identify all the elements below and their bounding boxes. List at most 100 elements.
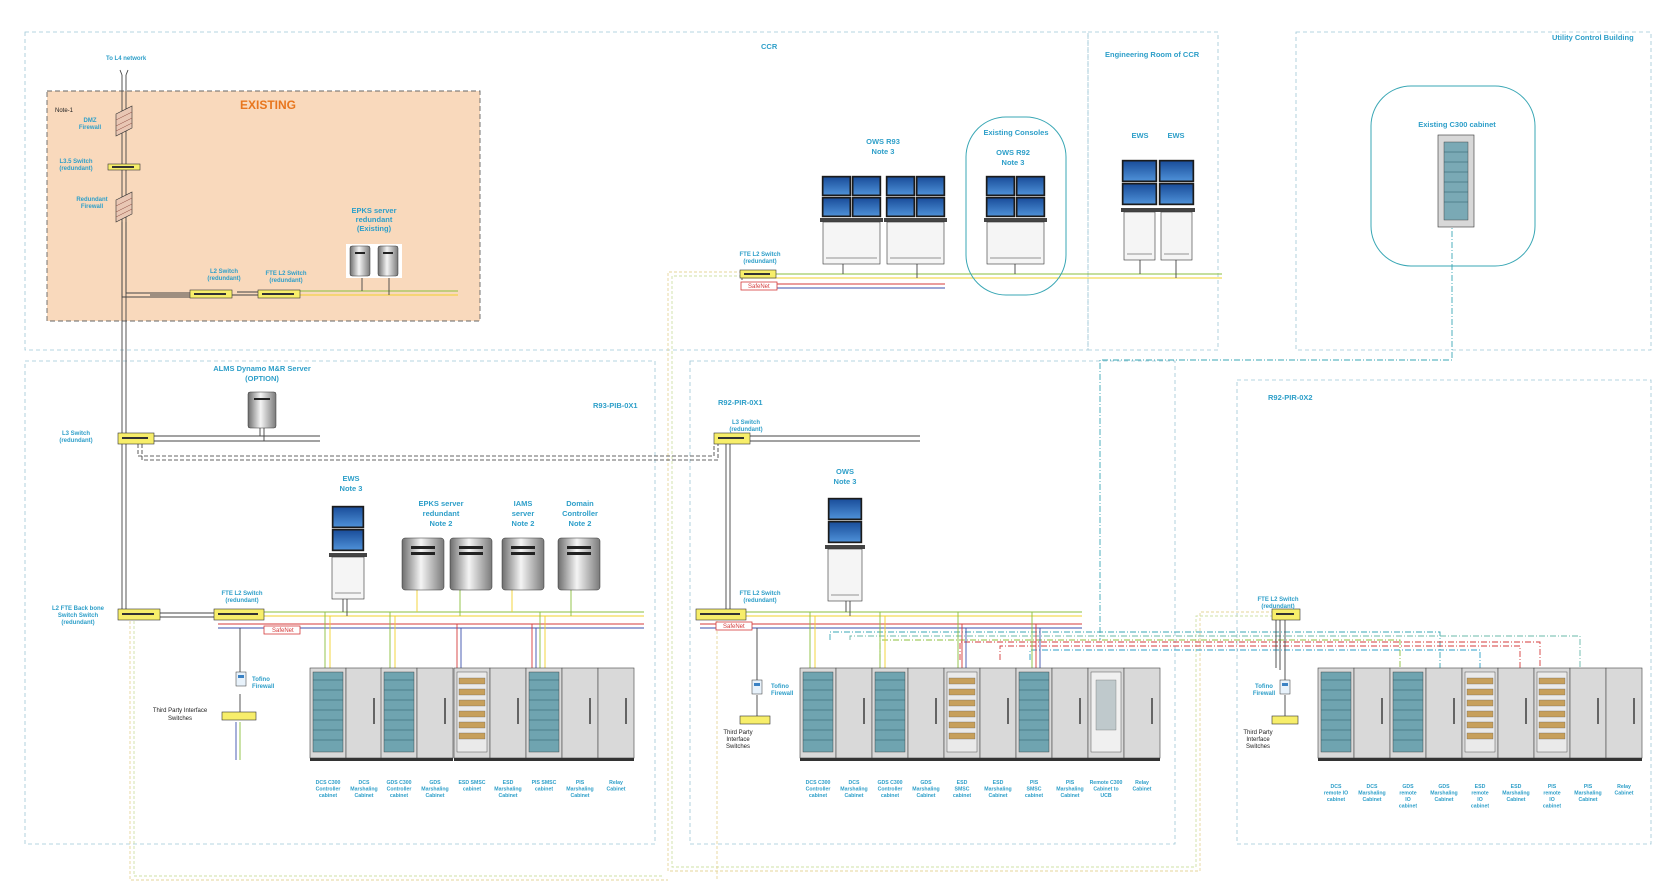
ews-zone1-monitors xyxy=(331,505,365,552)
epks-server-icon-a xyxy=(401,537,445,591)
zone1-cabinet-9 xyxy=(597,667,635,761)
fte-switch-existing-icon xyxy=(257,289,301,299)
zones xyxy=(24,31,1652,845)
l3-switch-zone1-label: L3 Switch(redundant) xyxy=(59,431,92,444)
l3-interlink-2 xyxy=(141,444,719,461)
ows-zone2-desk xyxy=(825,545,865,602)
tofino-zone3-icon xyxy=(1279,679,1291,695)
zone3-cabinet-9 xyxy=(1605,667,1643,761)
ows-r92-monitors xyxy=(985,175,1046,218)
ows-r93-monitors-1 xyxy=(821,175,882,218)
redundant-firewall-icon xyxy=(115,191,133,223)
l3-switch-zone1-icon xyxy=(117,432,155,445)
zone3-cabinet-4 xyxy=(1425,667,1463,761)
safenet-ccr-label: SafeNet xyxy=(748,284,770,290)
existing-epks-server-icon-b xyxy=(374,244,402,278)
third-party-switch-zone3-icon xyxy=(1271,715,1299,725)
zone2-area xyxy=(689,360,1176,845)
zone1-cabinet-8 xyxy=(561,667,599,761)
zone2-cabinet-6 xyxy=(979,667,1017,761)
safenet-zone2-icon xyxy=(715,621,753,631)
zone1-label: R93-PIB-0X1 xyxy=(593,401,638,410)
cabinets xyxy=(309,667,1643,761)
zone3-cabinet-6 xyxy=(1497,667,1535,761)
dashed-links xyxy=(129,220,1581,881)
ews-eng-monitors-2 xyxy=(1158,159,1195,206)
ews-eng-desk-2 xyxy=(1158,208,1195,261)
existing-title: EXISTING xyxy=(240,98,296,112)
ows-r93-monitors-2 xyxy=(885,175,946,218)
existing-consoles-highlight xyxy=(965,116,1067,296)
zone2-cabinet-9 xyxy=(1087,667,1125,761)
l35-switch-label: L3.5 Switch(redundant) xyxy=(59,159,93,172)
ows-r92-desk xyxy=(984,218,1047,265)
utility-building-label: Utility Control Building xyxy=(1552,33,1634,42)
fte-switch-zone2-label: FTE L2 Switch(redundant) xyxy=(739,591,780,604)
ews-b-label: EWS xyxy=(1167,131,1184,140)
engineering-room-zone xyxy=(1087,31,1219,351)
zone3-cabinet-2 xyxy=(1353,667,1391,761)
c300-cabinet-label: Existing C300 cabinet xyxy=(1418,120,1496,129)
iams-server-icon xyxy=(501,537,545,591)
l2-switch-existing-label: L2 Switch(redundant) xyxy=(207,269,240,282)
ccr-label: CCR xyxy=(761,42,778,51)
zone1-area xyxy=(24,360,656,845)
fte-switch-existing-label: FTE L2 Switch(redundant) xyxy=(265,271,306,284)
alms-server-icon xyxy=(247,391,277,429)
l3-interlink xyxy=(137,444,715,457)
zone2-cabinet-7 xyxy=(1015,667,1053,761)
ews-a-label: EWS xyxy=(1131,131,1148,140)
zone1-cabinet-4 xyxy=(416,667,454,761)
third-party-switch-zone1-icon xyxy=(221,711,257,721)
safenet-zone2-label: SafeNet xyxy=(723,624,745,630)
consoles xyxy=(329,159,1195,602)
zone1-cabinet-5 xyxy=(453,667,491,761)
servers xyxy=(247,244,601,591)
ews-eng-desk-1 xyxy=(1121,208,1158,261)
zone3-cabinet-7 xyxy=(1533,667,1571,761)
l35-switch-icon xyxy=(107,163,141,171)
fte-switch-zone1-label: FTE L2 Switch(redundant) xyxy=(221,591,262,604)
fte-switch-zone3-icon xyxy=(1271,608,1301,621)
fte-switch-zone2-icon xyxy=(695,608,747,621)
existing-consoles-label: Existing Consoles xyxy=(983,128,1048,137)
ews-eng-monitors-1 xyxy=(1121,159,1158,206)
zone2-cabinet-8 xyxy=(1051,667,1089,761)
l3-switch-zone2-label: L3 Switch(redundant) xyxy=(729,420,762,433)
to-l4-label: To L4 network xyxy=(106,56,147,62)
zone2-cabinet-5 xyxy=(943,667,981,761)
fte-switch-zone1-icon xyxy=(213,608,265,621)
fte-switch-zone3-label: FTE L2 Switch(redundant) xyxy=(1257,597,1298,610)
